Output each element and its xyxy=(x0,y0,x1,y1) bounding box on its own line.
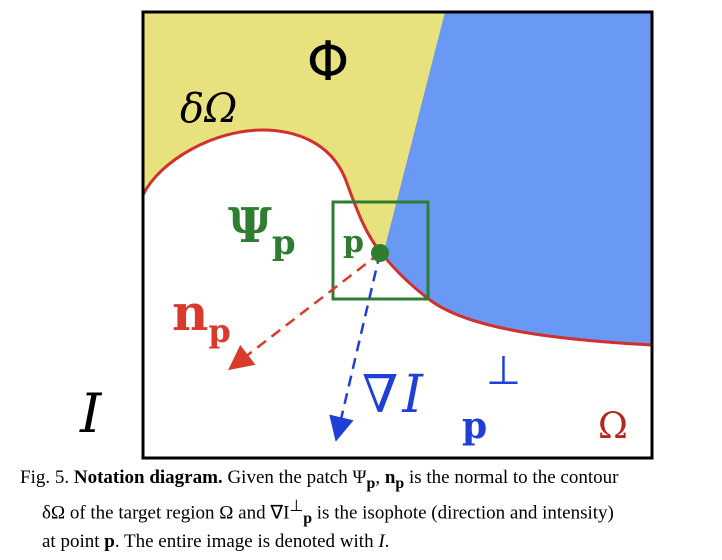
normal-arrow xyxy=(228,252,381,371)
p-point-label: p xyxy=(343,225,364,260)
image-label: I xyxy=(79,382,103,445)
isophote-label: ∇I xyxy=(362,365,424,425)
nabla-symbol: ∇ xyxy=(362,365,398,425)
psi-label: Ψp xyxy=(228,198,296,263)
isophote-arrow xyxy=(329,252,382,442)
normal-subscript: p xyxy=(208,312,230,350)
isophote-superscript: ⊥ xyxy=(486,348,521,394)
image-frame xyxy=(141,10,654,460)
notation-diagram: Φ δΩ Ψp p np ∇I ⊥ p I Ω xyxy=(79,10,654,460)
omega-label: Ω xyxy=(598,406,628,447)
caption-title: Notation diagram. xyxy=(73,467,223,488)
psi-symbol: Ψ xyxy=(228,198,272,254)
isophote-I: I xyxy=(401,365,424,425)
caption-line-3: at point p. The entire image is denoted … xyxy=(42,530,390,552)
caption-line-2: δΩ of the target region Ω and ∇I⊥p is th… xyxy=(42,497,614,527)
patch-psi-box xyxy=(331,200,430,301)
figure-caption: Fig. 5. Notation diagram. Given the patc… xyxy=(20,466,710,553)
point-p xyxy=(371,244,389,262)
phi-label: Φ xyxy=(307,30,350,93)
normal-symbol: n xyxy=(172,283,208,342)
normal-label: np xyxy=(172,283,231,350)
isophote-subscript: p xyxy=(462,405,487,447)
contour-delta-omega xyxy=(141,128,653,347)
psi-subscript: p xyxy=(272,223,296,263)
target-region xyxy=(383,12,652,345)
delta-omega-label: δΩ xyxy=(180,86,237,132)
caption-line-1: Fig. 5. Notation diagram. Given the patc… xyxy=(20,467,619,492)
